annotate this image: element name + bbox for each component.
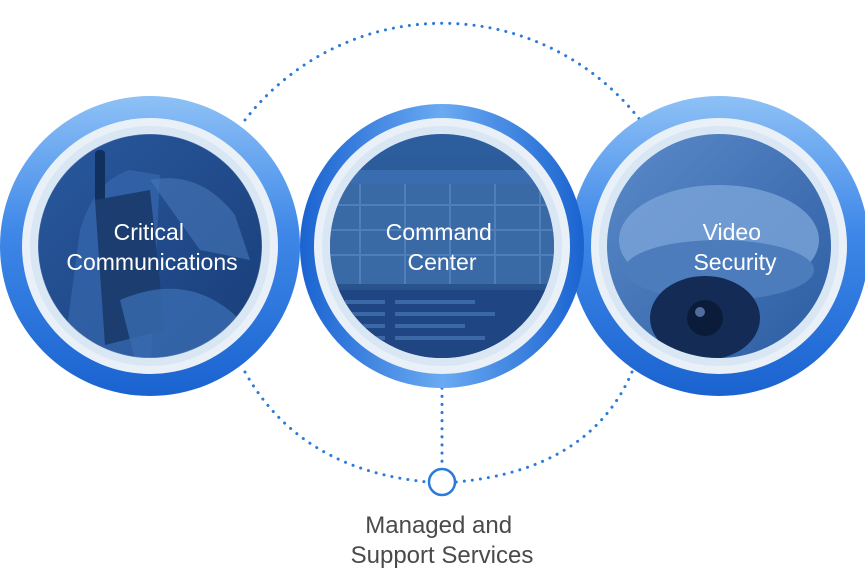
photo-command-center <box>330 134 554 358</box>
label-critical-communications: Critical Communications <box>66 219 237 275</box>
photo-video-security <box>607 134 831 358</box>
label-command-center: Command Center <box>386 219 499 275</box>
right-dotted-arc <box>454 370 634 484</box>
label-video-security: Video Security <box>693 219 777 275</box>
left-dotted-arc <box>243 370 430 484</box>
center-node-circle <box>427 467 457 497</box>
label-managed-support-services: Managed and Support Services <box>351 512 534 569</box>
top-dotted-arc <box>243 21 642 122</box>
